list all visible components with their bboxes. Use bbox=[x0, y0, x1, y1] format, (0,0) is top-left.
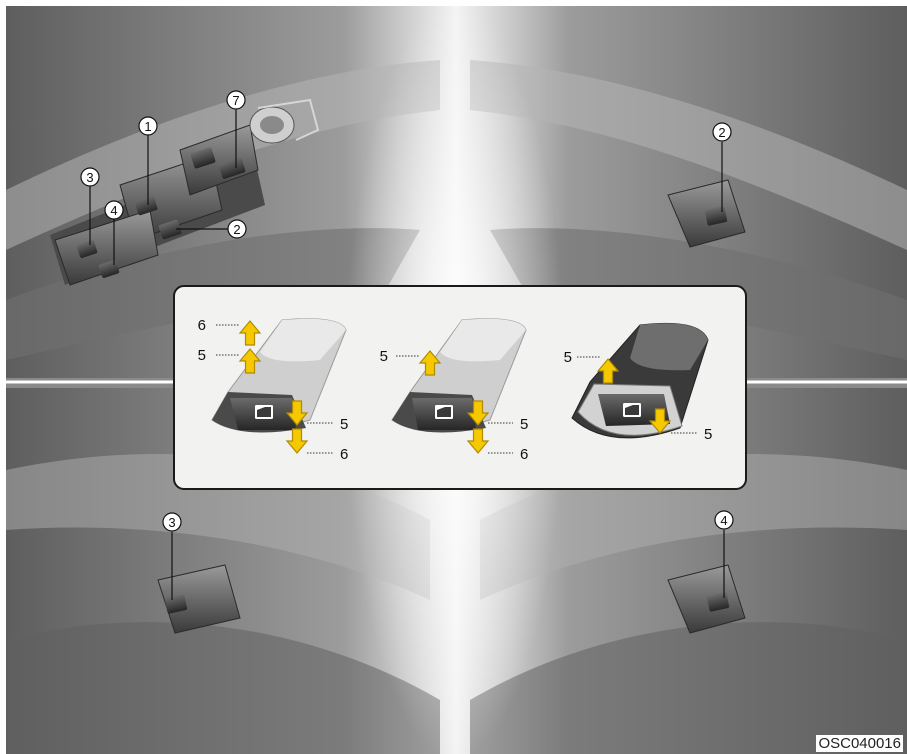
label-5-down-3: 5 bbox=[704, 426, 712, 443]
label-6-down-1: 6 bbox=[340, 446, 348, 463]
label-5-down-2: 5 bbox=[520, 416, 528, 433]
callout-1-label: 1 bbox=[144, 119, 151, 134]
label-5-down-1: 5 bbox=[340, 416, 348, 433]
label-5-up-1: 5 bbox=[198, 347, 206, 364]
callout-3-label: 3 bbox=[86, 170, 93, 185]
callout-4-label: 4 bbox=[110, 203, 117, 218]
callout-4-rear-label: 4 bbox=[720, 513, 727, 528]
callout-3-rear-label: 3 bbox=[168, 515, 175, 530]
inset-panel: 6 5 5 6 5 5 6 bbox=[174, 286, 746, 489]
figure-code: OSC040016 bbox=[816, 735, 903, 752]
label-5-up-3: 5 bbox=[564, 349, 572, 366]
label-6-down-2: 6 bbox=[520, 446, 528, 463]
callout-2-label: 2 bbox=[233, 222, 240, 237]
callout-7-label: 7 bbox=[232, 93, 239, 108]
label-6-up-1: 6 bbox=[198, 317, 206, 334]
callout-2-passenger-label: 2 bbox=[718, 125, 725, 140]
label-5-up-2: 5 bbox=[380, 348, 388, 365]
